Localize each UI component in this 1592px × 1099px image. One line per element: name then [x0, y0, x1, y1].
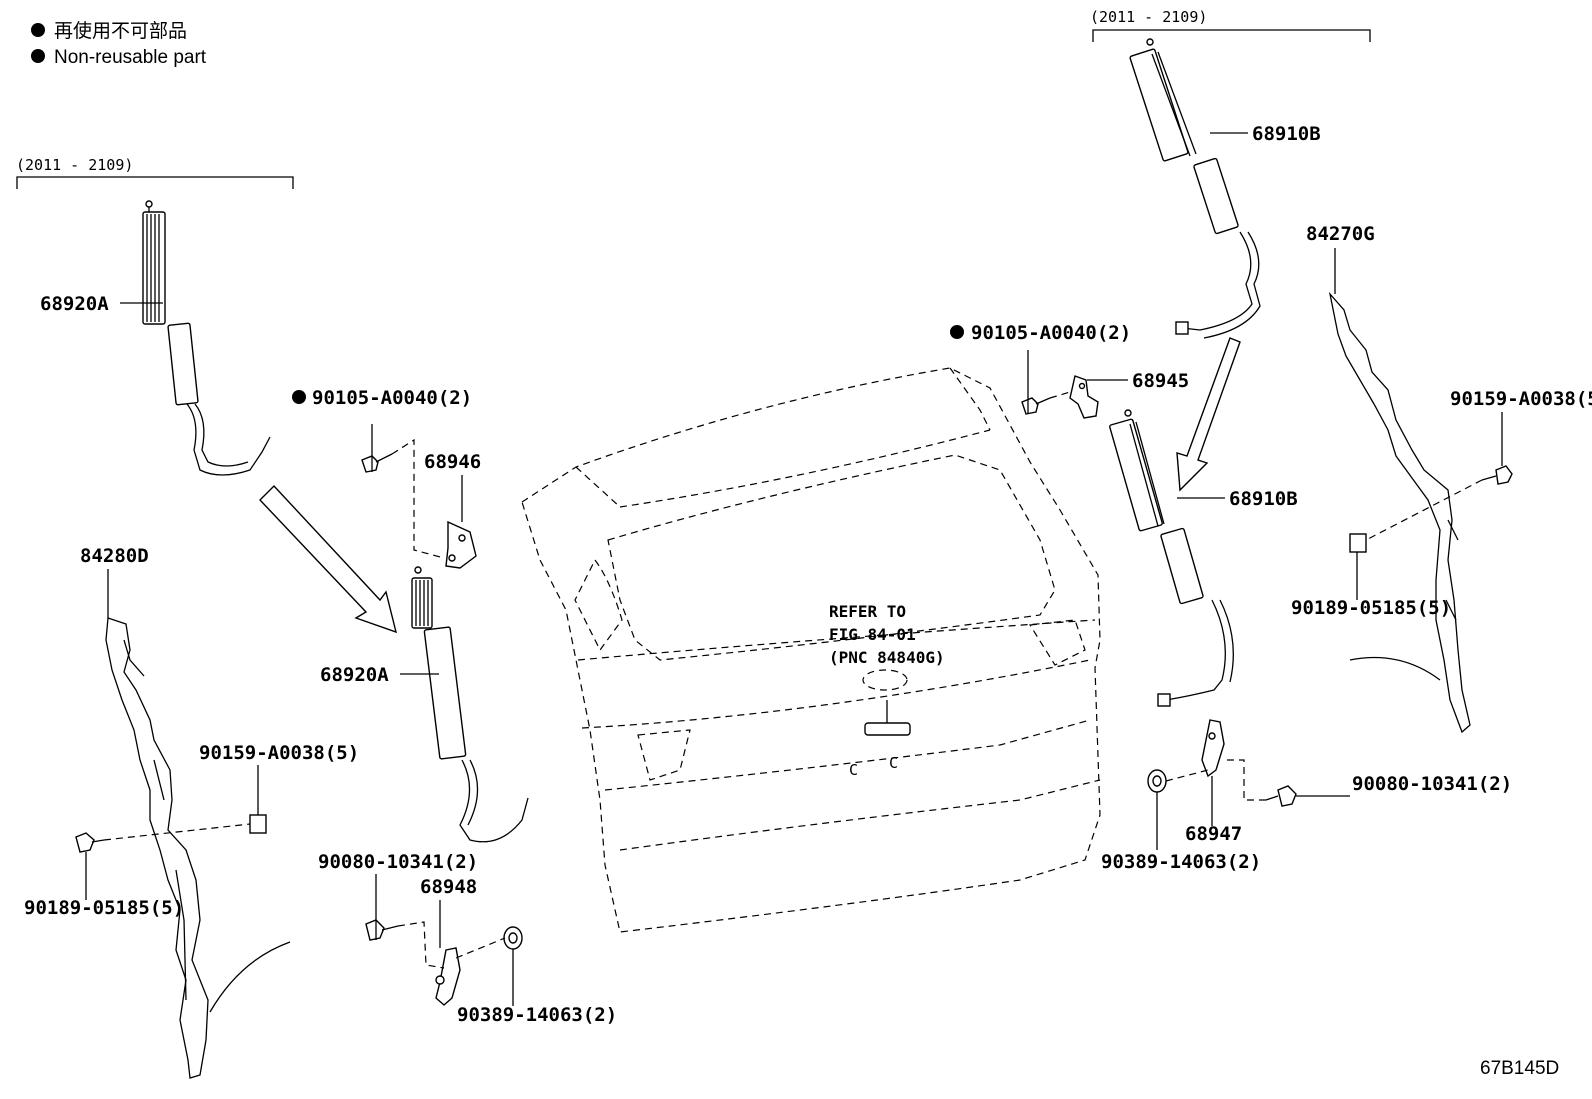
legend-line-jp: 再使用不可部品: [54, 20, 187, 42]
label-68920a-lower: 68920A: [320, 664, 389, 686]
non-reusable-marker-icon: [292, 390, 306, 404]
emblem-mark: C: [849, 761, 858, 779]
non-reusable-marker-icon: [950, 325, 964, 339]
reference-line-2: FIG 84-01: [829, 625, 916, 644]
bracket-68947: [1201, 719, 1225, 778]
legend: 再使用不可部品 Non-reusable part: [31, 20, 207, 68]
hollow-arrow-icon: [1176, 337, 1241, 492]
reference-line-1: REFER TO: [829, 602, 906, 621]
label-90159-left: 90159-A0038(5): [199, 742, 359, 764]
reference-line-3: (PNC 84840G): [829, 648, 945, 667]
label-68947: 68947: [1185, 823, 1242, 845]
clip-90189-left: [249, 814, 267, 834]
strut-68920a-upper: [142, 200, 271, 476]
label-68946: 68946: [424, 451, 481, 473]
hinge-68945: [1069, 375, 1099, 419]
bolt-90080-left: [365, 919, 399, 941]
date-range-left-text: (2011 - 2109): [16, 156, 133, 174]
label-68945: 68945: [1132, 370, 1189, 392]
label-84270g: 84270G: [1306, 223, 1375, 245]
hinge-68946: [445, 520, 477, 569]
legend-line-en: Non-reusable part: [54, 47, 207, 68]
hollow-arrow-icon: [259, 484, 397, 634]
grommet-90389-right: [1147, 769, 1167, 793]
date-range-right-text: (2011 - 2109): [1090, 8, 1207, 26]
bolt-90080-right: [1265, 785, 1297, 807]
clip-90189-right: [1349, 533, 1367, 553]
non-reusable-marker-icon: [31, 23, 45, 37]
label-68910b-upper: 68910B: [1252, 123, 1321, 145]
label-90189-left: 90189-05185(5): [24, 897, 184, 919]
label-90389-left: 90389-14063(2): [457, 1004, 617, 1026]
label-90189-right: 90189-05185(5): [1291, 597, 1451, 619]
back-door-panel: C C: [521, 367, 1101, 933]
label-68948: 68948: [420, 876, 477, 898]
handle-icon: [864, 722, 911, 736]
bolt-90105-right: [1021, 397, 1051, 415]
date-range-right: (2011 - 2109): [1090, 8, 1371, 42]
harness-84280d: [105, 617, 291, 1079]
label-90080-left: 90080-10341(2): [318, 851, 478, 873]
non-reusable-marker-icon: [31, 49, 45, 63]
label-90080-right: 90080-10341(2): [1352, 773, 1512, 795]
label-68920a-upper: 68920A: [40, 293, 109, 315]
strut-68920a-lower: [411, 566, 529, 843]
bolt-90159-right: [1481, 465, 1513, 485]
harness-84270g: [1328, 291, 1471, 734]
reference-note: REFER TO FIG 84-01 (PNC 84840G): [829, 602, 945, 667]
strut-68910b-lower: [1109, 409, 1234, 707]
emblem-mark: C: [889, 754, 898, 772]
label-84280d: 84280D: [80, 545, 149, 567]
diagram-code: 67B145D: [1480, 1058, 1559, 1079]
bolt-90105-left: [361, 453, 393, 473]
label-90105-right: 90105-A0040(2): [971, 322, 1131, 344]
date-range-left: (2011 - 2109): [16, 156, 294, 189]
label-90159-right: 90159-A0038(5): [1450, 388, 1592, 410]
label-68910b-lower: 68910B: [1229, 488, 1298, 510]
direction-arrow-left: [259, 484, 397, 634]
label-90389-right: 90389-14063(2): [1101, 851, 1261, 873]
label-90105-left: 90105-A0040(2): [312, 387, 472, 409]
strut-68910b-upper: [1129, 38, 1261, 339]
grommet-90389-left: [503, 926, 523, 950]
bolt-90159-left: [75, 832, 105, 853]
bracket-68948: [435, 947, 461, 1006]
direction-arrow-right: [1176, 337, 1241, 492]
